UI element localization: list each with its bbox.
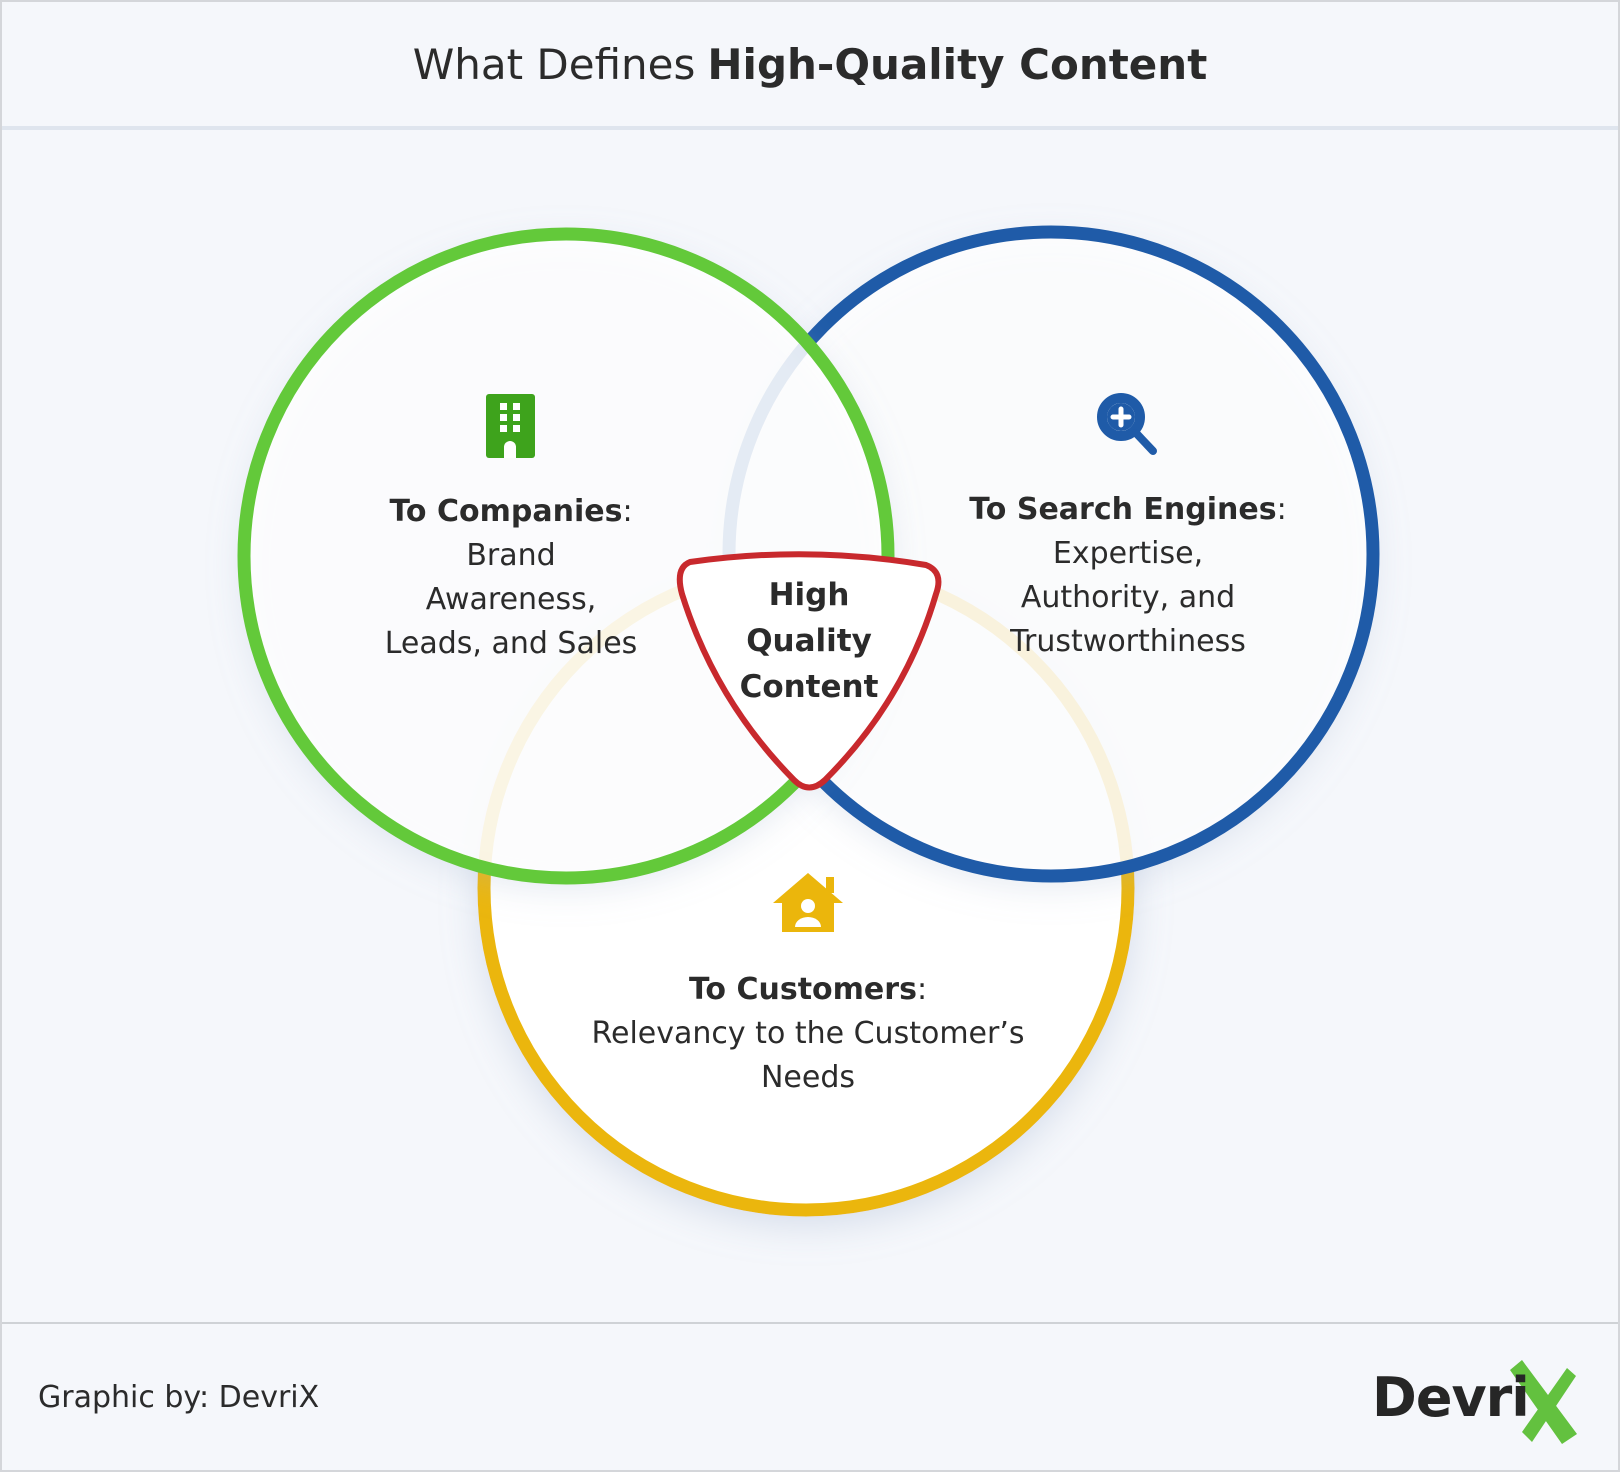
center-shield [676, 551, 942, 791]
customers-text: To Customers: Relevancy to the Customer’… [578, 968, 1038, 1100]
house-user-icon [773, 873, 843, 932]
companies-line: Leads, and Sales [384, 626, 638, 661]
companies-line: Awareness, [425, 582, 597, 617]
customers-line: Needs [760, 1060, 856, 1095]
companies-line: Brand [466, 538, 556, 573]
center-line: High [768, 577, 850, 613]
search-label: To Search Engines [969, 492, 1277, 527]
logo-text: Devri [1372, 1366, 1530, 1429]
center-line: Content [739, 669, 879, 705]
footer: Graphic by: DevriX Devri [2, 1322, 1618, 1470]
search-line: Expertise, [1052, 536, 1204, 571]
search-text: To Search Engines: Expertise, Authority,… [948, 488, 1308, 664]
circle-search-fill [729, 232, 1373, 876]
customers-label: To Customers [688, 972, 917, 1007]
building-icon [486, 394, 535, 458]
customers-line: Relevancy to the Customer’s [591, 1016, 1025, 1051]
colon: : [916, 972, 928, 1007]
circle-companies-fill [244, 234, 888, 878]
search-line: Trustworthiness [1010, 624, 1246, 659]
search-plus-icon [1097, 393, 1157, 455]
colon: : [622, 494, 633, 529]
devrix-logo[interactable]: Devri [1372, 1354, 1582, 1444]
title-regular: What Defines [412, 39, 696, 89]
logo-x-icon [1510, 1360, 1577, 1444]
companies-label: To Companies [389, 494, 623, 529]
credit-text: Graphic by: DevriX [38, 1380, 320, 1415]
colon: : [1276, 492, 1287, 527]
center-label: High Quality Content [709, 572, 909, 710]
companies-text: To Companies: Brand Awareness, Leads, an… [361, 490, 661, 666]
title-bold: High-Quality Content [707, 39, 1208, 89]
search-line: Authority, and [1020, 580, 1236, 615]
circle-companies [237, 227, 895, 885]
center-line: Quality [746, 623, 872, 659]
